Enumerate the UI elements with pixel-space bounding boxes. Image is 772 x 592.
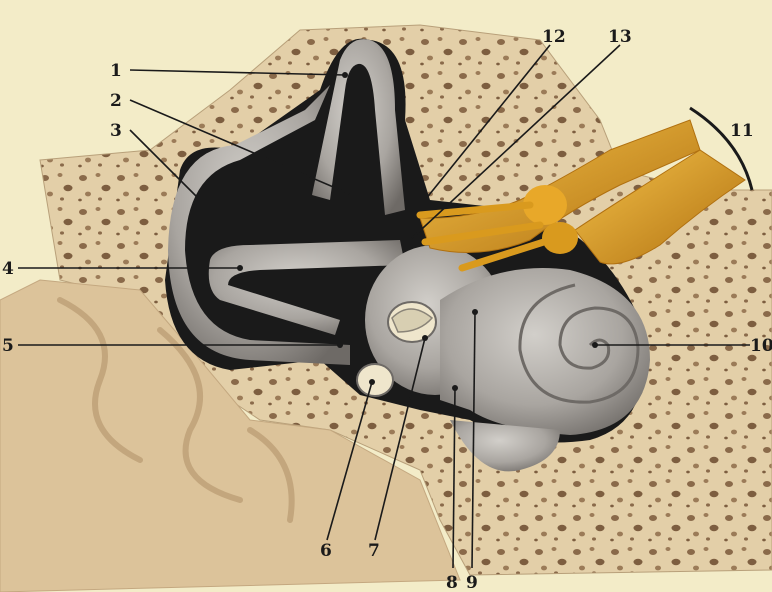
label-12: 12 xyxy=(542,27,566,47)
leader-dot-6 xyxy=(369,379,375,385)
label-2: 2 xyxy=(110,91,122,111)
label-4: 4 xyxy=(2,259,14,279)
label-11: 11 xyxy=(730,121,754,141)
leader-dot-3 xyxy=(197,197,203,203)
leader-dot-8 xyxy=(452,385,458,391)
leader-dot-7 xyxy=(422,335,428,341)
label-5: 5 xyxy=(2,336,14,356)
label-7: 7 xyxy=(368,541,380,561)
label-13: 13 xyxy=(608,27,632,47)
leader-dot-10 xyxy=(592,342,598,348)
leader-dot-9 xyxy=(472,309,478,315)
leader-dot-1 xyxy=(342,72,348,78)
leader-dot-4 xyxy=(237,265,243,271)
leader-dot-13 xyxy=(407,237,413,243)
cochlea xyxy=(440,268,650,435)
label-8: 8 xyxy=(446,573,458,592)
label-3: 3 xyxy=(110,121,122,141)
leader-dot-12 xyxy=(422,197,428,203)
label-10: 10 xyxy=(750,336,772,356)
label-6: 6 xyxy=(320,541,332,561)
leader-dot-2 xyxy=(349,192,355,198)
round-window xyxy=(357,364,393,396)
label-1: 1 xyxy=(110,61,122,81)
leader-dot-5 xyxy=(337,342,343,348)
label-9: 9 xyxy=(466,573,478,592)
